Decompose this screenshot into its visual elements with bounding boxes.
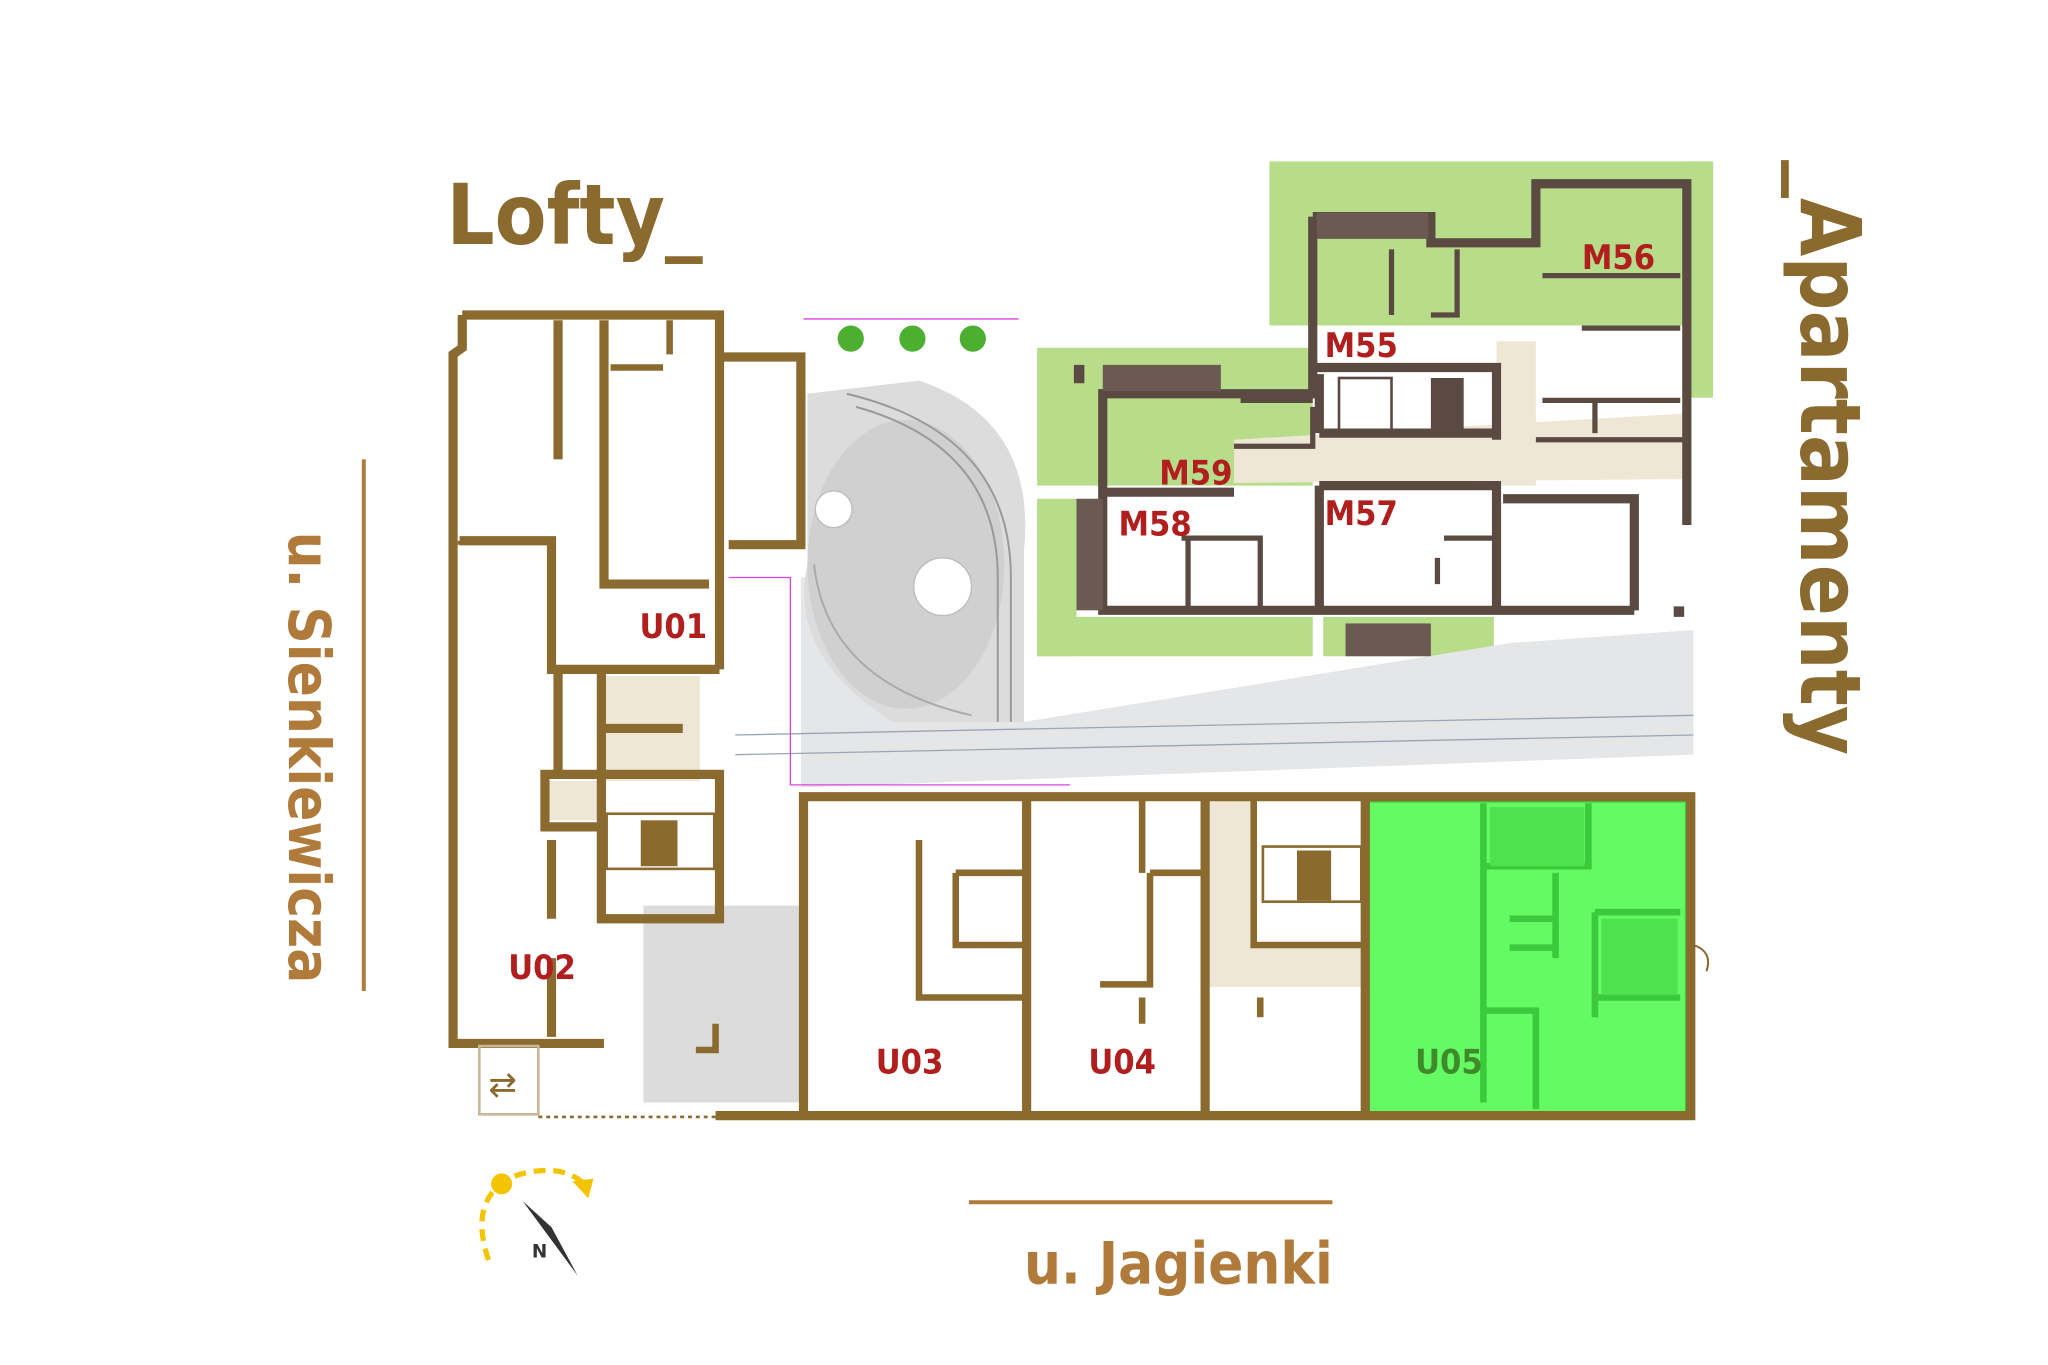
unit-label-u03[interactable]: U03 (876, 1043, 944, 1083)
apartments-building (1073, 179, 1692, 657)
unit-label-m57[interactable]: M57 (1325, 494, 1398, 534)
courtyard (643, 318, 1694, 1103)
street-label-south: u. Jagienki (1024, 1230, 1333, 1298)
lofty-building-west: ⇄ (448, 310, 806, 1119)
unit-label-u01[interactable]: U01 (639, 607, 707, 647)
unit-label-u04[interactable]: U04 (1088, 1043, 1156, 1083)
unit-label-m59[interactable]: M59 (1159, 453, 1232, 493)
unit-label-m56[interactable]: M56 (1582, 238, 1655, 278)
svg-text:⇄: ⇄ (489, 1065, 518, 1105)
street-label-west: u. Sienkiewicza (275, 532, 343, 984)
lofts-title: Lofty_ (447, 166, 703, 264)
unit-label-m58[interactable]: M58 (1119, 505, 1192, 545)
lofty-building-south (715, 792, 1710, 1121)
tree-icons (837, 325, 986, 352)
apartments-title: _Apartamenty (1781, 160, 1879, 755)
compass-icon: N (479, 1167, 594, 1276)
unit-label-m55[interactable]: M55 (1325, 326, 1398, 366)
unit-label-u05[interactable]: U05 (1415, 1043, 1483, 1083)
compass-north-label: N (532, 1241, 547, 1262)
unit-label-u02[interactable]: U02 (508, 948, 576, 988)
